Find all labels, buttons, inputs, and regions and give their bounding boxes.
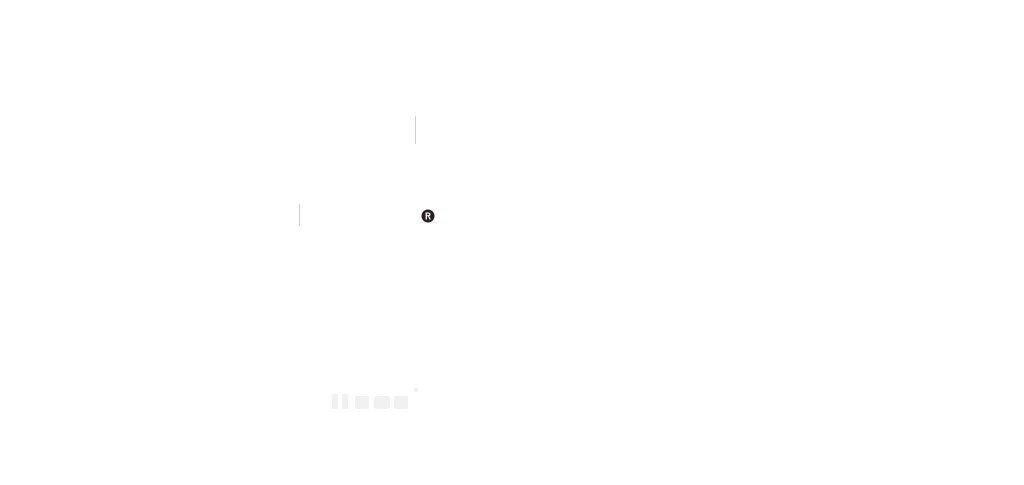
divider-line-top [415, 116, 416, 144]
divider-line-middle [299, 204, 300, 226]
registered-trademark-icon [421, 209, 435, 223]
faint-logo-mark [332, 388, 418, 409]
